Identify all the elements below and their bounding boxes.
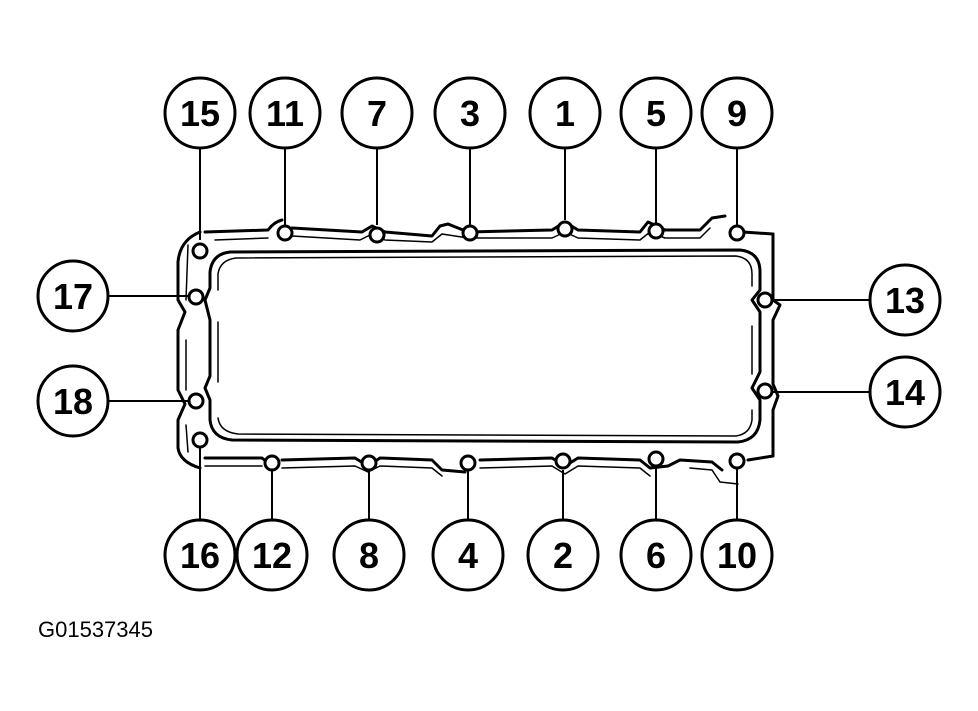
callout-12: 12 xyxy=(235,518,309,592)
svg-text:10: 10 xyxy=(717,535,757,576)
svg-text:13: 13 xyxy=(885,280,925,321)
bolt-5 xyxy=(647,222,665,240)
bolt-3 xyxy=(461,224,479,242)
callout-10: 10 xyxy=(700,518,774,592)
svg-text:5: 5 xyxy=(646,93,666,134)
callout-17: 17 xyxy=(36,259,110,333)
bolt-14 xyxy=(756,382,774,400)
callout-11: 11 xyxy=(248,76,322,150)
svg-text:18: 18 xyxy=(53,381,93,422)
bolt-heads xyxy=(187,220,774,472)
svg-text:11: 11 xyxy=(266,93,304,134)
bolt-12 xyxy=(263,454,281,472)
svg-text:14: 14 xyxy=(885,372,925,413)
svg-text:9: 9 xyxy=(727,93,747,134)
bolt-13 xyxy=(756,291,774,309)
callout-18: 18 xyxy=(36,364,110,438)
svg-text:3: 3 xyxy=(460,93,480,134)
svg-text:6: 6 xyxy=(646,535,666,576)
bolt-9 xyxy=(728,224,746,242)
callout-16: 16 xyxy=(163,518,237,592)
callout-4: 4 xyxy=(431,518,505,592)
svg-text:4: 4 xyxy=(458,535,478,576)
callout-13: 13 xyxy=(868,263,942,337)
svg-text:16: 16 xyxy=(180,535,220,576)
bolt-17 xyxy=(187,288,205,306)
svg-text:17: 17 xyxy=(53,276,93,317)
leader-lines xyxy=(108,148,870,520)
callout-3: 3 xyxy=(433,76,507,150)
bolt-18 xyxy=(187,392,205,410)
svg-text:8: 8 xyxy=(359,535,379,576)
bolt-16 xyxy=(191,431,209,449)
callout-1: 1 xyxy=(528,76,602,150)
svg-text:12: 12 xyxy=(252,535,292,576)
bolt-11 xyxy=(276,224,294,242)
bolt-1 xyxy=(556,220,574,238)
callout-14: 14 xyxy=(868,355,942,429)
gasket-outline xyxy=(176,214,782,485)
bolt-6 xyxy=(647,450,665,468)
bolt-2 xyxy=(554,452,572,470)
callout-15: 15 xyxy=(163,76,237,150)
svg-text:2: 2 xyxy=(553,535,573,576)
callout-7: 7 xyxy=(340,76,414,150)
bolt-7 xyxy=(368,226,386,244)
svg-text:7: 7 xyxy=(367,93,387,134)
svg-text:15: 15 xyxy=(180,93,220,134)
bolt-4 xyxy=(459,454,477,472)
callout-9: 9 xyxy=(700,76,774,150)
svg-text:1: 1 xyxy=(555,93,575,134)
callout-8: 8 xyxy=(332,518,406,592)
callout-2: 2 xyxy=(526,518,600,592)
figure-id: G01537345 xyxy=(38,617,153,642)
callout-6: 6 xyxy=(619,518,693,592)
bolt-8 xyxy=(360,454,378,472)
callouts: 15 11 7 3 1 5 9 17 18 13 14 16 12 8 4 2 … xyxy=(36,76,942,592)
bolt-10 xyxy=(728,452,746,470)
callout-5: 5 xyxy=(619,76,693,150)
bolt-15 xyxy=(191,242,209,260)
